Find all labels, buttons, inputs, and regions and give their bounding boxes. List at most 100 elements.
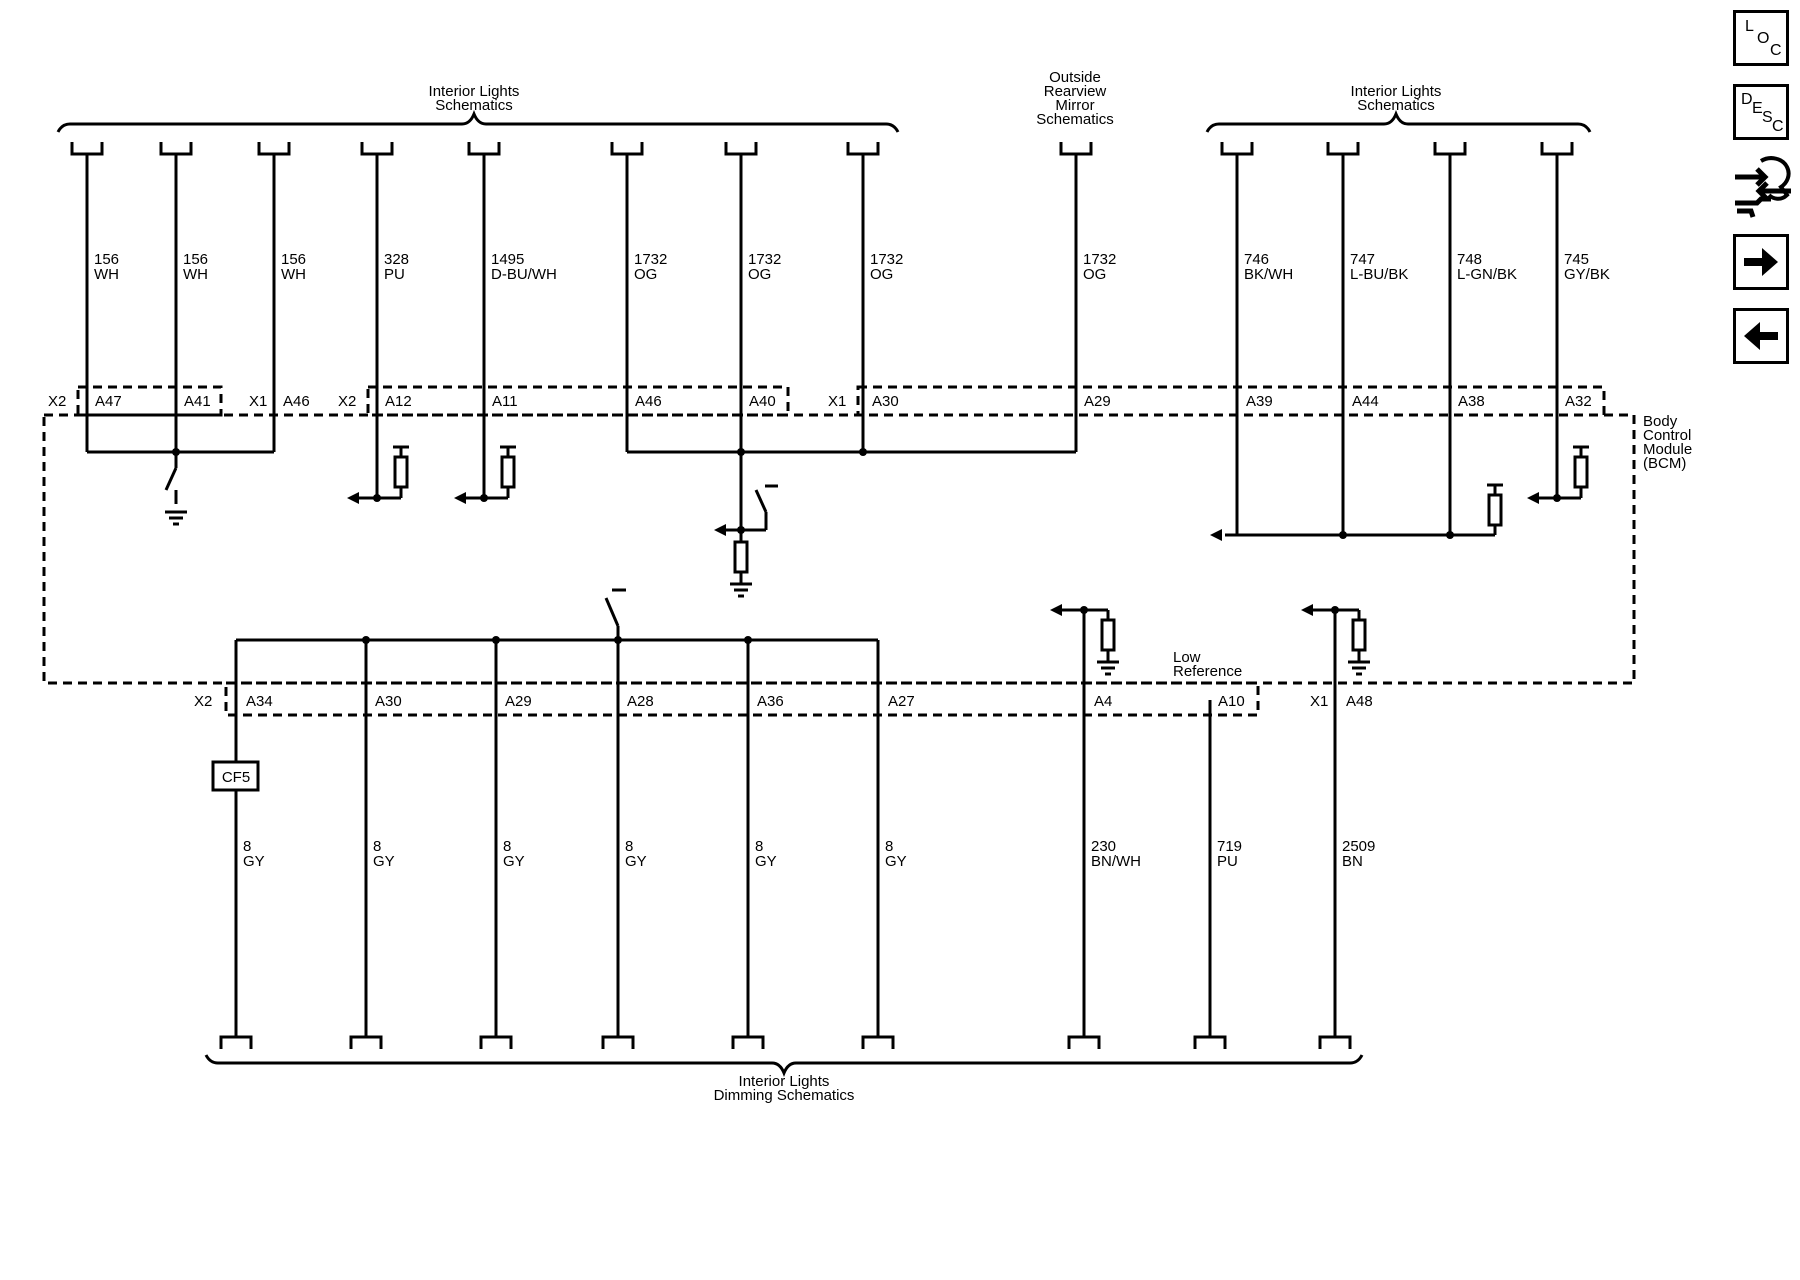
wire-color-code: GY [625,853,647,870]
top-terminal [1433,142,1467,156]
connector-pin-label: A28 [627,693,654,710]
connector-pin-label: A39 [1246,393,1273,410]
junction-dot [744,636,752,644]
input-230-arrow [1050,604,1062,616]
junction-dot [859,448,867,456]
wire-circuit-number: 8 [625,838,633,855]
caption-dimming: Interior Lights [739,1073,830,1090]
connector-pin-label: A30 [872,393,899,410]
input-1495-arrow [454,492,466,504]
wire-color-code: OG [1083,266,1106,283]
caption-bcm: Module [1643,441,1692,458]
wire-circuit-number: 1732 [634,251,667,268]
connector-label: X2 [338,393,356,410]
input-745-resistor [1573,455,1589,489]
caption-bcm: Body [1643,413,1678,430]
caption-interior-lights-left: Schematics [435,97,513,114]
bcm-module-outline [42,413,1636,685]
bottom-terminal [349,1035,383,1049]
connector-pin-label: A27 [888,693,915,710]
wire-color-code: D-BU/WH [491,266,557,283]
wire-circuit-number: 2509 [1342,838,1375,855]
wire-color-code: PU [384,266,405,283]
top-terminal [1220,142,1254,156]
connector-pin-label: A44 [1352,393,1379,410]
switch-contact [754,489,768,513]
connector-pin-label: A12 [385,393,412,410]
desc-letter-d: D [1741,91,1753,108]
wire-color-code: OG [870,266,893,283]
connector-pin-label: A48 [1346,693,1373,710]
wire-circuit-number: 1732 [748,251,781,268]
wire-circuit-number: 328 [384,251,409,268]
top-terminal [724,142,758,156]
wire-color-code: WH [281,266,306,283]
connector-x1-group [856,385,1606,417]
description-icon-button[interactable]: D E S C [1733,84,1789,140]
wire-color-code: BK/WH [1244,266,1293,283]
wire-circuit-number: 746 [1244,251,1269,268]
caption-dimming: Dimming Schematics [714,1087,855,1104]
connector-pin-label: A29 [505,693,532,710]
previous-page-button[interactable] [1733,308,1789,364]
top-terminal [1059,142,1093,156]
connector-pin-label: A41 [184,393,211,410]
junction-dot [492,636,500,644]
connector-pin-label: A30 [375,693,402,710]
arrow-right-icon [1744,248,1778,276]
wire-color-code: PU [1217,853,1238,870]
wire-color-code: GY [885,853,907,870]
wire-circuit-number: 719 [1217,838,1242,855]
bottom-terminal [1067,1035,1101,1049]
wire-circuit-number: 8 [503,838,511,855]
connector-pin-label: A47 [95,393,122,410]
wire-circuit-number: 747 [1350,251,1375,268]
connector-pin-label: A10 [1218,693,1245,710]
input-230-resistor [1100,618,1116,652]
wire-circuit-number: 230 [1091,838,1116,855]
loc-letter-l: L [1745,18,1754,35]
input-2509-resistor [1351,618,1367,652]
wire-circuit-number: 748 [1457,251,1482,268]
wire-color-code: GY [503,853,525,870]
caption-outside-mirror: Schematics [1036,111,1114,128]
connector-label: X1 [1310,693,1328,710]
wire-circuit-number: 8 [373,838,381,855]
connector-end-view-icon[interactable] [1731,155,1793,220]
bracket-top-left [56,109,900,133]
switch-contact [164,467,178,491]
connector-pin-label: A4 [1094,693,1112,710]
bottom-terminal [1193,1035,1227,1049]
caption-interior-lights-left: Interior Lights [429,83,520,100]
caption-bcm: (BCM) [1643,455,1686,472]
wire-color-code: BN [1342,853,1363,870]
input-2509-arrow [1301,604,1313,616]
connector-pin-label: A32 [1565,393,1592,410]
bottom-terminal [601,1035,635,1049]
top-terminal [467,142,501,156]
caption-outside-mirror: Mirror [1055,97,1094,114]
bottom-terminal [1318,1035,1352,1049]
wire-circuit-number: 8 [243,838,251,855]
switch-contact [604,597,620,627]
desc-letter-c: C [1772,118,1784,135]
connector-pin-label: A46 [635,393,662,410]
connector-x2-bottom-group [224,681,1260,717]
wire-color-code: GY [243,853,265,870]
junction-dot [362,636,370,644]
connector-x2-group [366,385,790,417]
bracket-top-right [1205,109,1592,133]
location-icon-button[interactable]: L O C [1733,10,1789,66]
connector-label: X2 [194,693,212,710]
caption-bcm: Control [1643,427,1691,444]
bottom-terminal [861,1035,895,1049]
input-328-resistor [393,455,409,489]
input-1495-resistor [500,455,516,489]
wire-color-code: BN/WH [1091,853,1141,870]
wire-circuit-number: 1732 [870,251,903,268]
wire-circuit-number: 745 [1564,251,1589,268]
wire-color-code: OG [748,266,771,283]
wire-color-code: L-GN/BK [1457,266,1517,283]
next-page-button[interactable] [1733,234,1789,290]
